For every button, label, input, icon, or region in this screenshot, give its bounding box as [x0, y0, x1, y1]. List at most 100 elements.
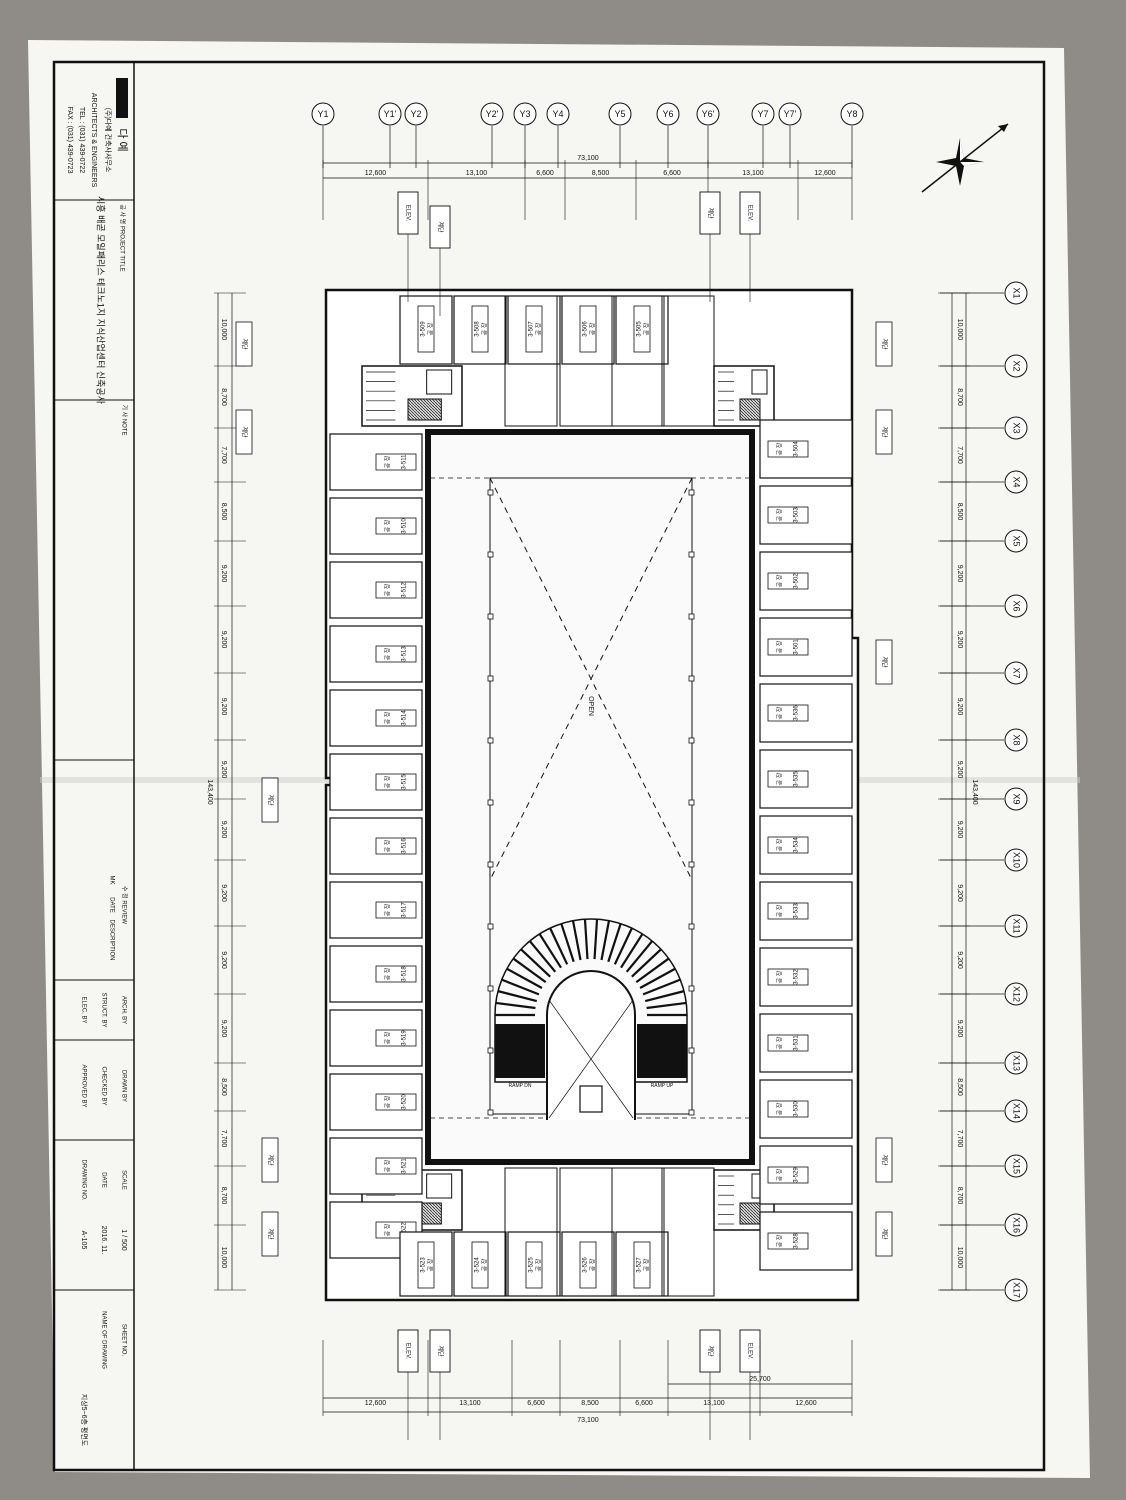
- unit-type-label: 공 장: [776, 640, 784, 653]
- dim-top-2: 6,600: [536, 170, 554, 177]
- dim-right-14: 8,700: [956, 1187, 963, 1205]
- grid-bubble-X16: [1004, 1213, 1028, 1237]
- grid-label-X17: X17: [1012, 1282, 1022, 1298]
- unit-tag: [767, 1034, 809, 1052]
- review-col-date: DATE: [108, 897, 114, 913]
- ramp-stripe: [613, 927, 633, 965]
- grid-label-X10: X10: [1012, 852, 1022, 868]
- dim-top-total: 73,100: [577, 155, 599, 162]
- callout-box: [699, 1329, 721, 1373]
- column: [487, 923, 494, 930]
- grid-label-X5: X5: [1012, 535, 1022, 546]
- side-tag-label: 계단: [266, 794, 274, 806]
- unit-number: 3-506: [583, 321, 589, 337]
- unit-type-label: 공 장: [481, 322, 489, 335]
- dim-top-6: 12,600: [814, 170, 836, 177]
- unit-number: 3-526: [583, 1257, 589, 1273]
- drawing-no-value: A-105: [80, 1231, 87, 1250]
- unit-type-label: 공 장: [535, 1258, 543, 1271]
- dim-left-15: 10,000: [220, 1247, 227, 1269]
- dim-bottom-4: 6,600: [635, 1400, 653, 1407]
- unit-number: 3-523: [421, 1257, 427, 1273]
- unit-number: 3-531: [794, 1035, 800, 1051]
- ramp-down-label: RAMP DN: [509, 1083, 532, 1089]
- ramp-stripe: [538, 933, 562, 969]
- dim-left-2: 7,700: [220, 446, 227, 464]
- unit-type-label: 공 장: [384, 455, 392, 468]
- ramp-stripe: [512, 957, 547, 983]
- grid-label-X15: X15: [1012, 1158, 1022, 1174]
- ramp-elevator: [579, 1085, 603, 1113]
- unit-type-label: 공 장: [481, 1258, 489, 1271]
- dim-left-14: 8,700: [220, 1187, 227, 1205]
- dim-right-3: 8,500: [956, 503, 963, 521]
- company-mark: 다 예: [116, 128, 129, 151]
- side-tag-label: 계단: [266, 1154, 274, 1166]
- unit-number: 3-503: [794, 507, 800, 523]
- unit-tag: [417, 1241, 435, 1289]
- unit-tag: [767, 506, 809, 524]
- unit-number: 3-504: [794, 441, 800, 457]
- grid-label-X2: X2: [1012, 360, 1022, 371]
- dim-top-1: 13,100: [466, 170, 488, 177]
- unit-tag: [375, 645, 417, 663]
- sheet-no-label: SHEET NO.: [120, 1324, 126, 1357]
- unit-tag: [767, 1100, 809, 1118]
- side-tag-box: [875, 1211, 893, 1257]
- ramp-stripe: [583, 919, 589, 960]
- callout-1: 계단: [429, 205, 451, 316]
- grid-label-X4: X4: [1012, 476, 1022, 487]
- callout-label: ELEV.: [404, 1343, 410, 1360]
- unit-number: 3-534: [794, 837, 800, 853]
- unit-number: 3-530: [794, 1101, 800, 1117]
- unit-number: 3-519: [402, 1030, 408, 1046]
- date-label: DATE: [100, 1172, 106, 1188]
- core-top-left: [361, 365, 463, 427]
- grid-bubble-X17: [1004, 1278, 1028, 1302]
- ramp-inner: [546, 970, 636, 1120]
- callout-4: ELEV.: [397, 1329, 419, 1440]
- unit-tag: [375, 1157, 417, 1175]
- side-tag-6: 계단: [875, 409, 893, 455]
- column: [487, 489, 494, 496]
- grid-label-Y2: Y2: [410, 109, 421, 119]
- unit-tag: [767, 1232, 809, 1250]
- unit-type-label: 공 장: [776, 1036, 784, 1049]
- unit-3-512: 공 장 3-512: [329, 561, 423, 619]
- callout-7: ELEV.: [739, 1329, 761, 1440]
- company-logo: [116, 78, 128, 118]
- grid-label-X1: X1: [1012, 287, 1022, 298]
- side-tag-box: [235, 321, 253, 367]
- grid-bubble-X5: [1004, 529, 1028, 553]
- unit-type-label: 공 장: [384, 711, 392, 724]
- unit-number: 3-533: [794, 903, 800, 919]
- unit-type-label: 공 장: [384, 583, 392, 596]
- unit-number: 3-512: [402, 582, 408, 598]
- side-tag-label: 계단: [880, 1154, 888, 1166]
- dim-left-10: 9,200: [220, 951, 227, 969]
- ramp-stripe: [607, 923, 622, 963]
- unit-number: 3-510: [402, 518, 408, 534]
- ramp-stripe: [506, 967, 543, 989]
- grid-bubble-X6: [1004, 594, 1028, 618]
- ramp-stripe: [520, 948, 551, 978]
- unit-type-label: 공 장: [776, 442, 784, 455]
- core-toilet: [426, 369, 453, 395]
- elec-by: ELEC. BY: [80, 996, 86, 1023]
- drawn-by: DRAWN BY: [120, 1070, 126, 1102]
- ramp-up-label: RAMP UP: [651, 1083, 674, 1089]
- dim-right-0: 10,000: [956, 319, 963, 341]
- grid-label-X9: X9: [1012, 793, 1022, 804]
- grid-bubble-X3: [1004, 416, 1028, 440]
- unit-tag: [375, 837, 417, 855]
- grid-bubble-X14: [1004, 1099, 1028, 1123]
- dim-left-12: 8,500: [220, 1078, 227, 1096]
- unit-number: 3-508: [475, 321, 481, 337]
